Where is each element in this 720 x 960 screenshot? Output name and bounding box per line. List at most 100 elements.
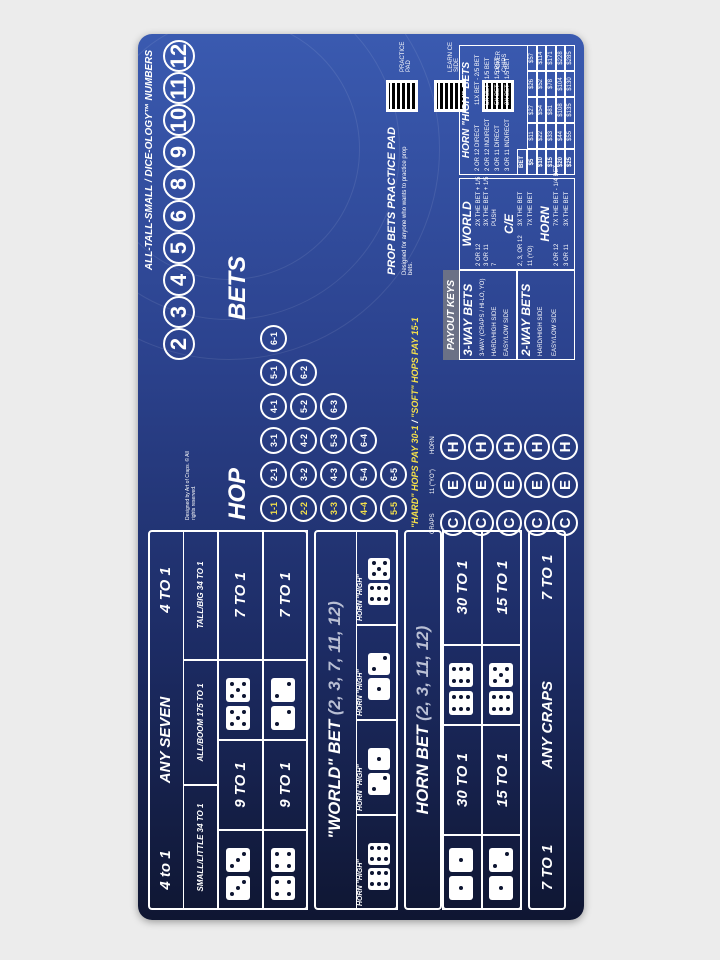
number-circle[interactable]: 2 (163, 328, 195, 360)
die-face (368, 773, 390, 795)
numbers-title: ALL-TALL-SMALL / DICE-OLOGY™ NUMBERS (144, 49, 155, 271)
die-face (226, 678, 250, 702)
hard-ten-odds: 7 TO 1 (218, 530, 263, 660)
ce-pay: 3X THE BET (518, 191, 524, 226)
horn-high-payout: $52 (536, 71, 547, 97)
die-face (489, 691, 513, 715)
ceh-bet-circle[interactable]: E (552, 472, 578, 498)
ceh-bet-circle[interactable]: H (524, 434, 550, 460)
hop-bet-circle[interactable]: 6-5 (380, 461, 407, 488)
horn-high-payout: $228 (555, 45, 566, 71)
die-face (226, 848, 250, 872)
ceh-bet-circle[interactable]: H (468, 434, 494, 460)
hop-bet-circle[interactable]: 6-4 (350, 427, 377, 454)
number-circle[interactable]: 6 (163, 200, 195, 232)
world-row: 7 (492, 262, 498, 266)
three-way-row: 3-WAY (CRAPS / HI-LO, YO) (480, 278, 486, 356)
ceh-bet-circle[interactable]: H (496, 434, 522, 460)
three-way-row: HARD/HIGH SIDE (492, 306, 498, 356)
hop-bet-circle[interactable]: 5-1 (260, 359, 287, 386)
die-pip (230, 892, 234, 896)
ceh-bet-circle[interactable]: C (468, 510, 494, 536)
die-pip (459, 886, 463, 890)
world-row: 3 OR 11 (484, 244, 490, 266)
die-pip (370, 871, 375, 876)
two-way-row: HARD/HIGH SIDE (538, 306, 544, 356)
horn-high-payout: $135 (565, 97, 575, 123)
die-pip (236, 688, 240, 692)
die-pip (382, 776, 387, 781)
die-face (271, 848, 295, 872)
hop-bet-circle[interactable]: 5-4 (350, 461, 377, 488)
ceh-bet-circle[interactable]: C (524, 510, 550, 536)
hop-bet-circle[interactable]: 4-3 (320, 461, 347, 488)
ce-row: 2, 3, OR 12 (518, 235, 524, 266)
ce-pay: 7X THE BET (528, 191, 534, 226)
die-pip (370, 857, 375, 862)
die-pip (275, 852, 279, 856)
number-circle[interactable]: 8 (163, 168, 195, 200)
horn-high-pay: 2X BET - 1/5 BET (505, 57, 511, 105)
hop-bet-circle[interactable]: 5-5 (380, 495, 407, 522)
die-pip (383, 586, 388, 591)
ceh-bet-circle[interactable]: C (552, 510, 578, 536)
horn-high-payout: $33 (546, 123, 556, 149)
hop-bet-circle[interactable]: 6-2 (290, 359, 317, 386)
hop-bet-circle[interactable]: 2-1 (260, 461, 287, 488)
hop-bet-circle[interactable]: 3-1 (260, 427, 287, 454)
small-bet[interactable]: SMALL/LITTLE 34 TO 1 (183, 785, 218, 910)
hop-bet-circle[interactable]: 4-4 (350, 495, 377, 522)
die-face (489, 663, 513, 687)
horn-high-payout: $285 (565, 45, 575, 71)
die-pip (230, 694, 234, 698)
hop-bet-circle[interactable]: 6-1 (260, 325, 287, 352)
die-pip (383, 846, 388, 851)
number-circle[interactable]: 12 (163, 40, 195, 72)
die-pip (383, 857, 388, 862)
die-face (226, 876, 250, 900)
die-pip (506, 707, 511, 711)
die-pip (242, 852, 246, 856)
hop-label: HOP (224, 467, 251, 520)
tall-bet[interactable]: TALL/BIG 34 TO 1 (183, 530, 218, 660)
die-pip (236, 858, 240, 862)
hop-bet-circle[interactable]: 5-3 (320, 427, 347, 454)
horn-high-row: 2 OR 12 DIRECT (475, 124, 481, 171)
hop-bet-circle[interactable]: 3-3 (320, 495, 347, 522)
all-bet[interactable]: ALL/BOOM 175 TO 1 (183, 660, 218, 785)
number-circle[interactable]: 11 (163, 72, 195, 104)
ceh-bet-circle[interactable]: H (440, 434, 466, 460)
hop-bet-circle[interactable]: 4-2 (290, 427, 317, 454)
die-face (449, 663, 473, 687)
ceh-bet-circle[interactable]: E (524, 472, 550, 498)
hop-bet-circle[interactable]: 5-2 (290, 393, 317, 420)
ceh-bet-circle[interactable]: H (552, 434, 578, 460)
horn-high-payout: $11 (527, 123, 537, 149)
hop-bet-circle[interactable]: 4-1 (260, 393, 287, 420)
world-pay: PUSH (492, 209, 498, 226)
horn-high-payout: $108 (555, 97, 566, 123)
hop-bet-circle[interactable]: 6-3 (320, 393, 347, 420)
number-circle[interactable]: 3 (163, 296, 195, 328)
horn-high-payout: $104 (555, 71, 566, 97)
any-seven-odds: 4 TO 1 (157, 567, 174, 613)
hop-bet-circle[interactable]: 1-1 (260, 495, 287, 522)
hop-bet-circle[interactable]: 2-2 (290, 495, 317, 522)
ceh-bet-circle[interactable]: C (496, 510, 522, 536)
qr-code[interactable] (386, 80, 418, 112)
horn-high-payout: $44 (555, 123, 566, 149)
die-face (368, 558, 390, 580)
ceh-bet-circle[interactable]: E (440, 472, 466, 498)
die-pip (505, 679, 509, 683)
hop-bet-circle[interactable]: 3-2 (290, 461, 317, 488)
ceh-bet-circle[interactable]: C (440, 510, 466, 536)
die-pip (459, 695, 463, 699)
ceh-bet-circle[interactable]: E (496, 472, 522, 498)
number-circle[interactable]: 5 (163, 232, 195, 264)
number-circle[interactable]: 10 (163, 104, 195, 136)
die-pip (287, 880, 291, 884)
ceh-bet-circle[interactable]: E (468, 472, 494, 498)
horn-bet-label: HORN BET (2, 3, 11, 12) (413, 625, 432, 815)
number-circle[interactable]: 4 (163, 264, 195, 296)
number-circle[interactable]: 9 (163, 136, 195, 168)
